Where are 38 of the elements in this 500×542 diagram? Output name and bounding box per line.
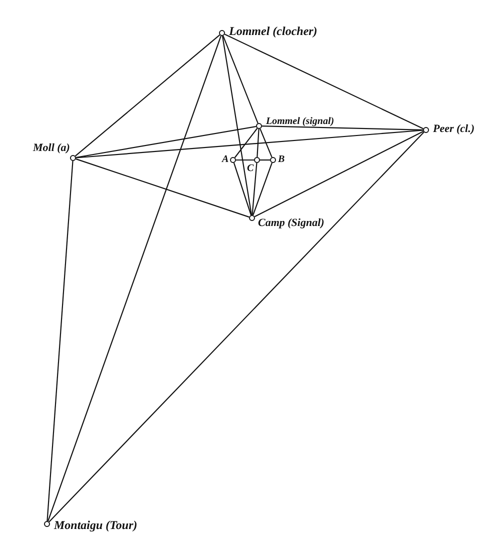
station-label: Lommel (clocher) (229, 25, 318, 37)
survey-line (224, 34, 424, 130)
survey-line (236, 159, 254, 161)
station-point (254, 157, 260, 163)
survey-line (47, 36, 222, 522)
survey-line (48, 132, 424, 522)
survey-line (233, 162, 252, 216)
survey-line (260, 159, 270, 161)
survey-line (260, 128, 272, 158)
station-point (219, 30, 225, 36)
survey-line (256, 128, 260, 158)
survey-line (252, 162, 258, 216)
station-label: Montaigu (Tour) (54, 519, 138, 531)
station-label: C (247, 164, 254, 174)
station-label: Camp (Signal) (258, 218, 324, 229)
station-point (249, 215, 255, 221)
survey-line (254, 130, 424, 218)
station-point (44, 521, 50, 527)
survey-line (76, 130, 424, 158)
station-point (230, 157, 236, 163)
station-label: Peer (cl.) (433, 124, 475, 135)
station-label: Moll (a) (33, 143, 70, 154)
survey-line (74, 34, 220, 156)
station-point (270, 157, 276, 163)
survey-line (234, 128, 258, 158)
station-label: Lommel (signal) (266, 117, 334, 127)
survey-line (262, 126, 424, 130)
survey-line (222, 36, 252, 216)
survey-line (76, 126, 256, 158)
station-label: B (278, 155, 285, 165)
station-point (423, 127, 429, 133)
station-label: A (222, 155, 229, 165)
survey-line (252, 162, 272, 216)
survey-line (76, 158, 250, 218)
station-point (256, 123, 262, 129)
station-point (70, 155, 76, 161)
survey-line (46, 160, 74, 522)
survey-line (222, 36, 258, 124)
